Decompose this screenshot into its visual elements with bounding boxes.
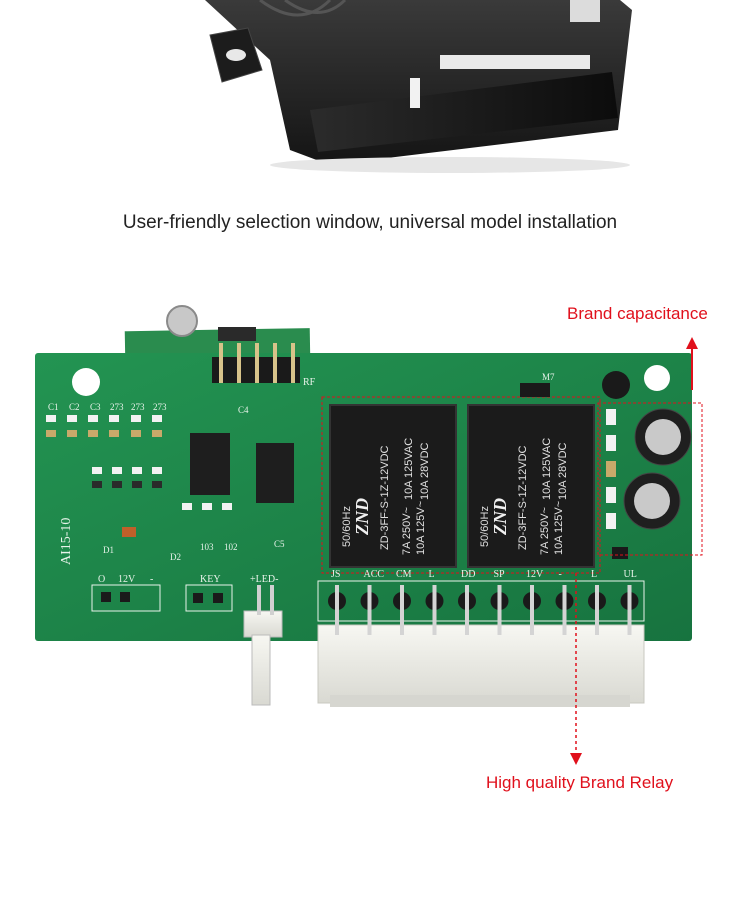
relay-model: ZD-3FF-S-1Z-12VDC [379, 445, 391, 550]
d1-label: D1 [103, 545, 114, 555]
connector-label: L [591, 569, 597, 580]
cap-label: 273 [110, 402, 124, 412]
connector-pin-leg [595, 585, 599, 635]
relay-arrowhead [570, 753, 582, 765]
d2-label: D2 [170, 552, 181, 562]
relay-rating: 10A 125V~ [415, 501, 427, 555]
relay-freq: 50/60Hz [479, 506, 491, 547]
connector-label: UL [624, 569, 637, 580]
enclosure-illustration [205, 0, 632, 173]
connector-window [310, 72, 618, 152]
connector-label: L [429, 569, 435, 580]
cap-label: C3 [90, 402, 101, 412]
connector-pin-leg [335, 585, 339, 635]
model-label: AI15-10 [59, 518, 74, 565]
cap-label: C2 [69, 402, 80, 412]
c5-label: C5 [274, 539, 285, 549]
electrolytic-caps [602, 371, 692, 559]
relay-freq: 50/60Hz [341, 506, 353, 547]
relay-callout: High quality Brand Relay [486, 773, 674, 792]
c4-label: C4 [238, 405, 249, 415]
relay-left: 50/60Hz ZND ZD-3FF-S-1Z-12VDC 7A 250V~ 1… [329, 404, 457, 568]
connector-pin-leg [497, 585, 502, 635]
smd-caps-row [46, 415, 162, 437]
enclosure-photo [0, 0, 740, 175]
rf-label: RF [303, 377, 316, 388]
mount-hole [72, 368, 100, 396]
relay-right: 50/60Hz ZND ZD-3FF-S-1Z-12VDC 7A 250V~ 1… [467, 404, 595, 568]
mounting-hole [226, 49, 246, 61]
connector-pin-leg [432, 585, 437, 635]
transistor-m7 [520, 383, 550, 397]
cap-label: 273 [131, 402, 145, 412]
connector-label: CM [396, 569, 412, 580]
relay-brand: ZND [352, 498, 372, 536]
capacitance-callout: Brand capacitance [567, 304, 708, 323]
capacitance-arrowhead [686, 337, 698, 349]
12v-label: 12V [118, 574, 136, 585]
connector-pins [410, 0, 600, 108]
caption-text: User-friendly selection window, universa… [122, 212, 618, 233]
cap-label: C1 [48, 402, 59, 412]
connector-label: SP [494, 569, 506, 580]
mount-hole [644, 365, 670, 391]
diode [122, 527, 136, 537]
led-label: +LED- [250, 574, 278, 585]
relay-rating: 10A 28VDC [419, 442, 431, 500]
relay-rating: 10A 125VAC [541, 438, 553, 500]
resistor-grid [92, 467, 232, 510]
relay-brand: ZND [490, 498, 510, 536]
relay-rating: 10A 125V~ [553, 501, 565, 555]
pcb-photo: RF C1 C2 C3 273 273 273 C4 C5 AI1 [0, 285, 740, 785]
main-connector [317, 580, 645, 707]
relay-rating: 7A 250V~ [401, 507, 413, 555]
connector-pin-leg [530, 585, 534, 635]
connector-pin-leg [367, 585, 372, 635]
connector-label: DD [461, 569, 475, 580]
r-label: 102 [224, 542, 238, 552]
relay-rating: 10A 125VAC [403, 438, 415, 500]
minus-label: - [150, 574, 153, 585]
connector-pin-leg [627, 585, 632, 635]
key-label: KEY [200, 574, 221, 585]
connector-pins [328, 585, 639, 635]
connector-pin-leg [562, 585, 567, 635]
connector-labels: JS ACC CM L DD SP 12V - L UL [331, 569, 637, 580]
cap-label: 273 [153, 402, 167, 412]
capacitance-highlight-box [597, 402, 703, 556]
power-header [91, 584, 161, 612]
connector-label: - [559, 569, 562, 580]
led-connector [243, 585, 283, 706]
relay-rating: 10A 28VDC [557, 442, 569, 500]
o-label: O [98, 574, 105, 585]
m7-label: M7 [542, 372, 555, 382]
connector-label: ACC [364, 569, 385, 580]
bottom-whitespace [0, 815, 740, 923]
relay-model: ZD-3FF-S-1Z-12VDC [517, 445, 529, 550]
relay-rating: 7A 250V~ [539, 507, 551, 555]
key-header [185, 584, 233, 612]
connector-pin-leg [400, 585, 404, 635]
ic-chips [190, 433, 294, 503]
relay-highlight-box [321, 396, 601, 574]
connector-label: 12V [526, 569, 544, 580]
pcb-illustration: RF C1 C2 C3 273 273 273 C4 C5 AI1 [35, 305, 703, 765]
r-label: 103 [200, 542, 214, 552]
connector-label: JS [331, 569, 340, 580]
connector-pin-leg [465, 585, 469, 635]
rf-header [212, 343, 300, 383]
